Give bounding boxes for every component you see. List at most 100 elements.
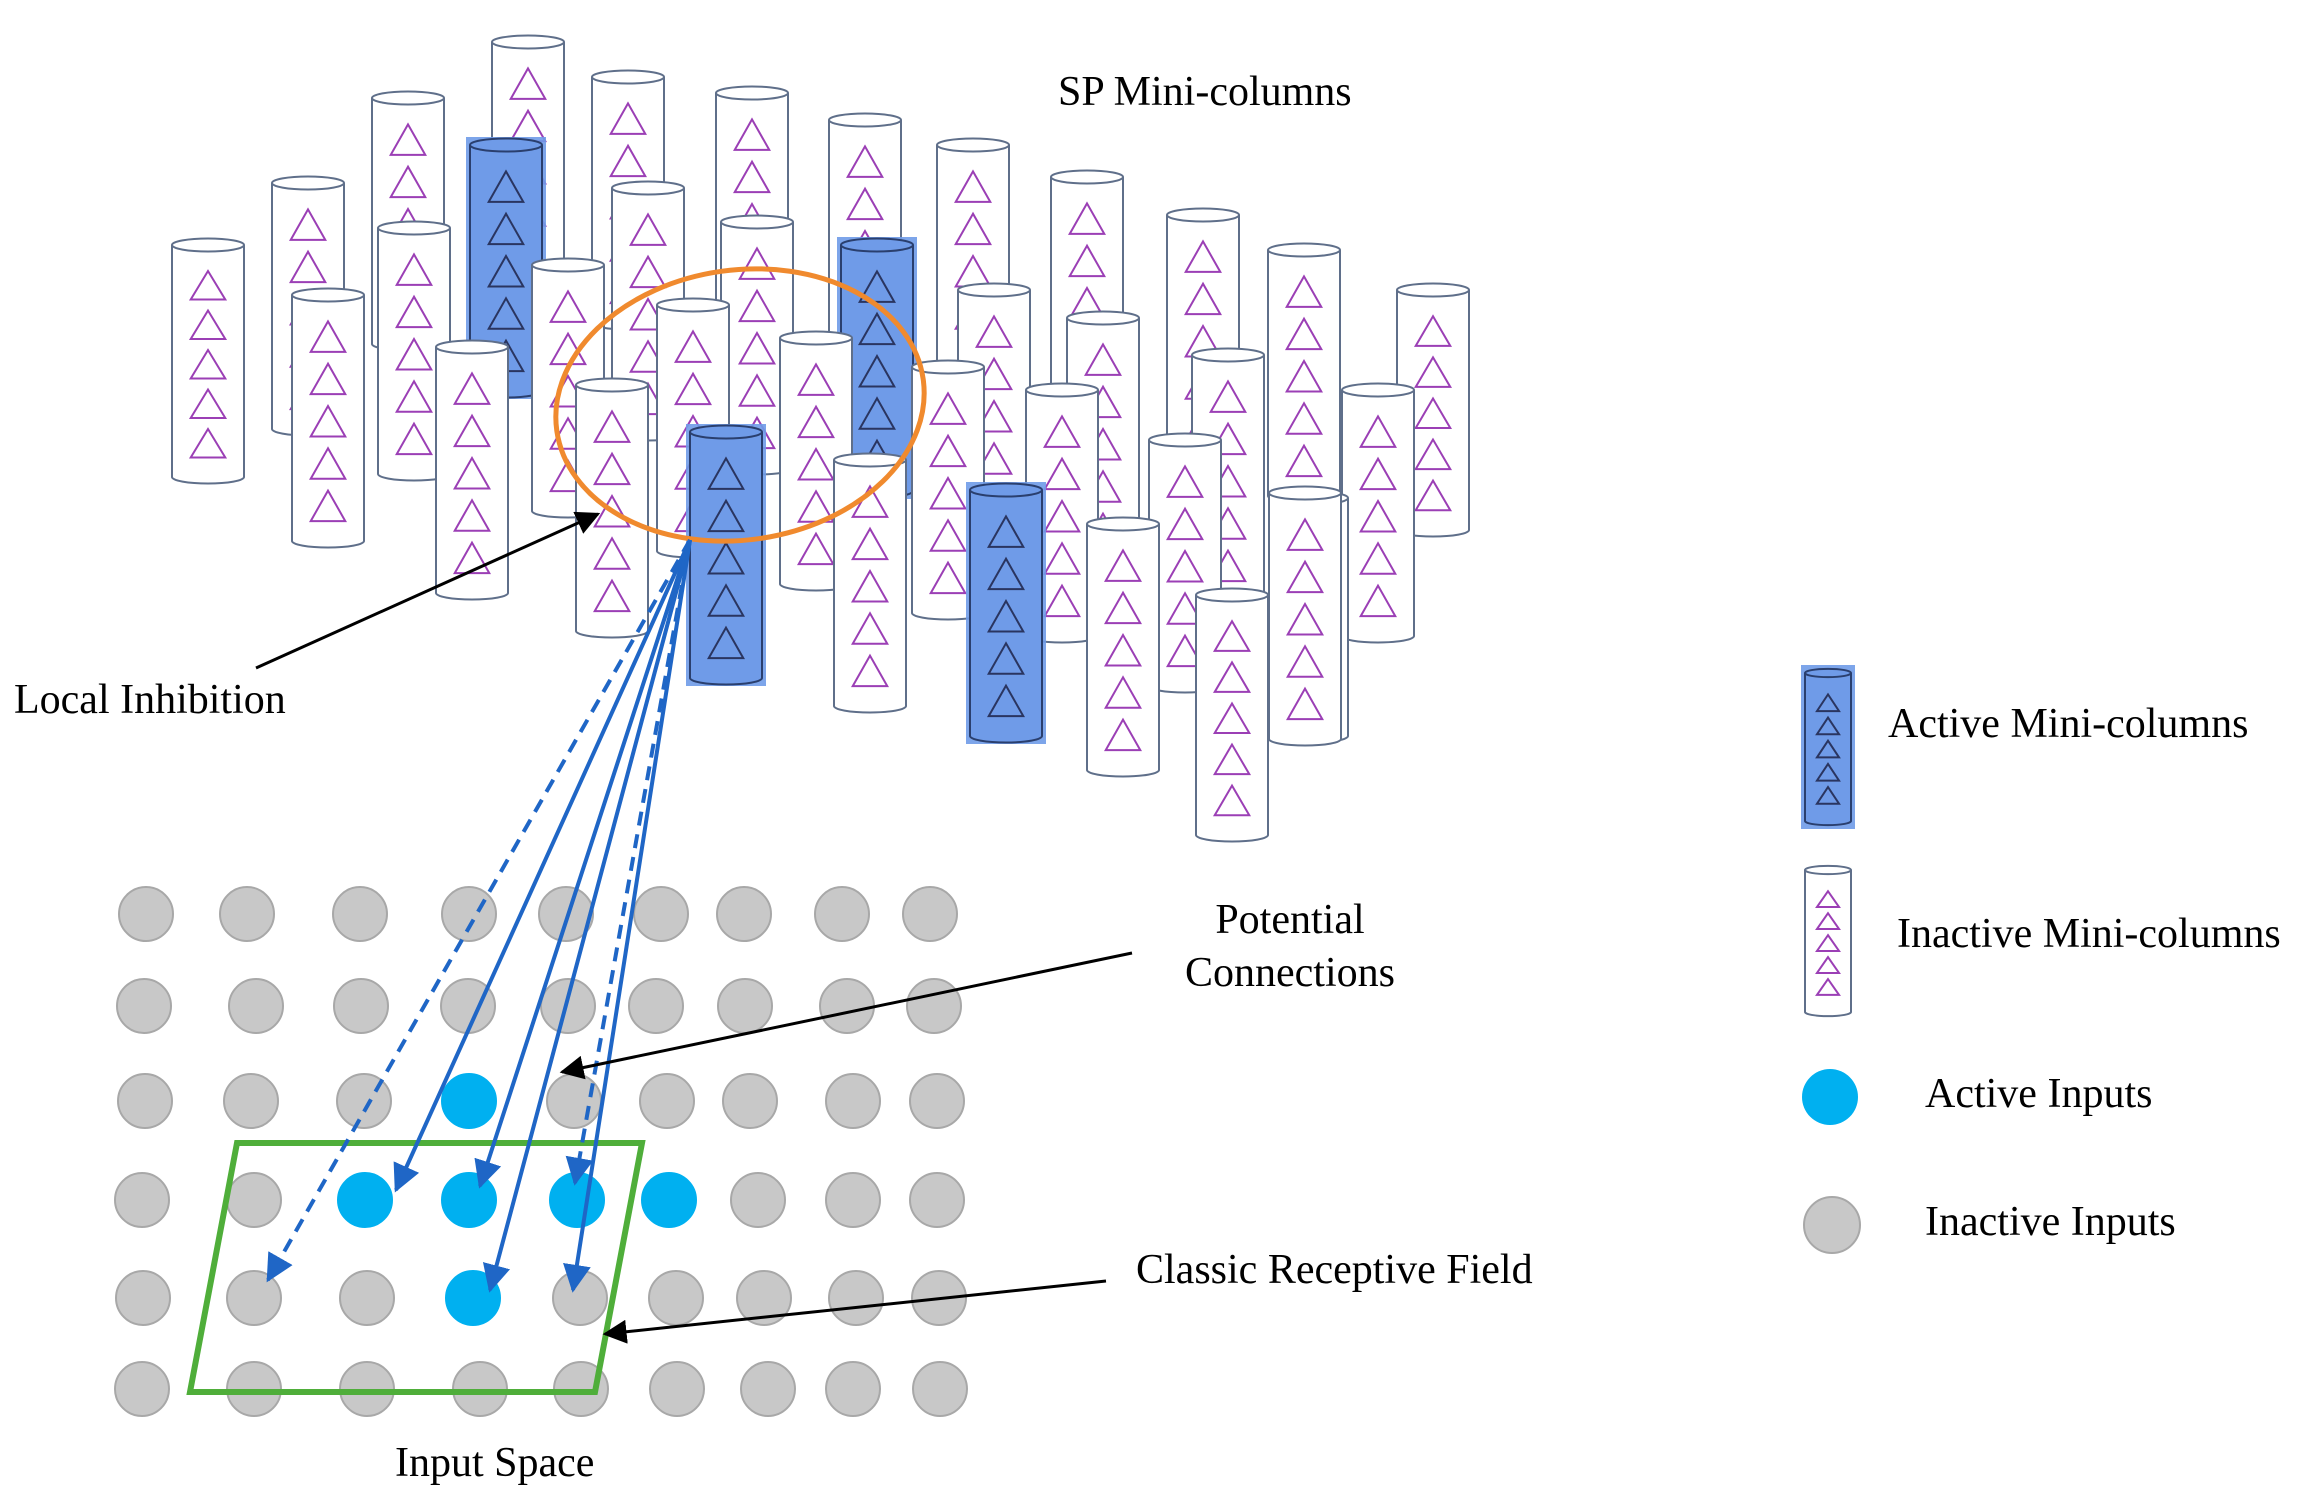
neuron-triangle xyxy=(1166,548,1204,583)
neuron-triangle xyxy=(1166,506,1204,541)
neuron-triangle xyxy=(1166,633,1204,668)
neuron-triangle xyxy=(188,308,228,340)
inactive-input-circle xyxy=(114,1361,170,1417)
neuron-triangle xyxy=(1815,692,1841,713)
neuron-triangle xyxy=(1285,316,1323,351)
neuron-triangle xyxy=(289,207,327,241)
neuron-triangle xyxy=(987,683,1025,718)
neuron-triangle xyxy=(1815,911,1841,931)
column-cap xyxy=(1804,864,1852,876)
neuron-triangle xyxy=(738,288,776,323)
inactive-input-circle xyxy=(909,1073,965,1129)
neuron-triangle xyxy=(846,186,884,221)
potential-connection-solid xyxy=(393,539,692,1193)
local-inhibition-label: Local Inhibition xyxy=(14,677,286,723)
column-cap xyxy=(715,85,789,101)
neuron-triangle xyxy=(309,446,347,480)
neuron-triangle xyxy=(1413,396,1453,430)
neuron-triangle xyxy=(453,413,491,448)
neuron-triangle xyxy=(954,211,992,246)
inactive-mini-column xyxy=(1341,382,1415,644)
inactive-input-circle xyxy=(333,978,389,1034)
neuron-triangle xyxy=(1166,464,1204,498)
potential-connections-line2: Connections xyxy=(1185,949,1395,996)
neuron-triangle xyxy=(1104,548,1142,582)
neuron-triangle xyxy=(395,252,433,286)
neuron-triangle xyxy=(1815,977,1841,996)
neuron-triangle xyxy=(1359,456,1397,491)
legend-inactive-inputs-label: Inactive Inputs xyxy=(1925,1199,2176,1245)
neuron-triangle xyxy=(1359,498,1397,533)
inactive-input-circle xyxy=(219,886,275,942)
column-cap xyxy=(779,330,853,346)
neuron-triangle xyxy=(593,451,631,486)
inactive-mini-column xyxy=(1086,516,1160,778)
inactive-input-circle xyxy=(552,1270,608,1326)
neuron-triangle xyxy=(309,319,347,353)
neuron-triangle xyxy=(1413,437,1453,471)
potential-connections-arrow xyxy=(559,951,1133,1080)
neuron-triangle xyxy=(389,164,427,199)
column-cap xyxy=(469,137,543,153)
inactive-mini-column xyxy=(377,220,451,482)
neuron-triangle xyxy=(1815,889,1841,909)
neuron-triangle xyxy=(395,379,433,413)
neuron-triangle xyxy=(1184,281,1222,316)
neuron-triangle xyxy=(593,578,631,613)
neuron-triangle xyxy=(674,329,712,363)
neuron-triangle xyxy=(733,117,771,151)
neuron-triangle xyxy=(858,269,896,303)
annotation-arrows xyxy=(255,511,1133,1344)
neuron-triangle xyxy=(1815,933,1841,952)
legend-active-inputs-label: Active Inputs xyxy=(1925,1071,2153,1117)
neuron-triangle xyxy=(851,526,889,561)
mini-column-array xyxy=(171,34,1470,843)
active-input-circle xyxy=(337,1172,393,1228)
neuron-triangle xyxy=(309,488,347,523)
inactive-input-circle xyxy=(717,978,773,1034)
potential-connection-solid xyxy=(563,539,692,1293)
column-body xyxy=(1086,524,1160,778)
column-cap xyxy=(611,180,685,196)
title-label: SP Mini-columns xyxy=(1058,69,1352,115)
input-space-label: Input Space xyxy=(395,1440,595,1486)
neuron-triangle xyxy=(453,371,491,405)
inactive-input-circle xyxy=(226,1172,282,1228)
neuron-triangle xyxy=(738,330,776,365)
neuron-triangle xyxy=(1212,783,1252,817)
neuron-triangle xyxy=(487,296,525,330)
column-cap xyxy=(828,112,902,128)
neuron-triangle xyxy=(593,536,631,570)
neuron-triangle xyxy=(987,598,1025,633)
neuron-triangle xyxy=(858,311,896,346)
neuron-triangle xyxy=(1068,201,1106,235)
neuron-triangle xyxy=(707,498,745,533)
neuron-triangle xyxy=(453,498,491,532)
neuron-triangle xyxy=(1815,785,1841,805)
neuron-triangle xyxy=(858,353,896,388)
inactive-mini-column xyxy=(1268,485,1342,747)
neuron-triangle xyxy=(674,371,712,406)
column-cap xyxy=(840,237,914,253)
neuron-triangle xyxy=(929,475,967,510)
inactive-input-circle xyxy=(628,978,684,1034)
inactive-input-circle xyxy=(912,1361,968,1417)
neuron-triangle xyxy=(954,169,992,203)
neuron-triangle xyxy=(851,653,889,688)
column-cap xyxy=(1066,310,1140,326)
inactive-input-circle xyxy=(633,886,689,942)
inactive-input-circle xyxy=(332,886,388,942)
potential-connections xyxy=(266,539,692,1293)
neuron-triangle xyxy=(309,403,347,438)
column-cap xyxy=(377,220,451,236)
neuron-triangle xyxy=(1286,517,1324,551)
inactive-mini-column xyxy=(435,339,509,601)
column-cap xyxy=(291,287,365,303)
inactive-input-circle xyxy=(441,886,497,942)
column-cap xyxy=(1396,282,1470,298)
column-cap xyxy=(1086,516,1160,532)
neuron-triangle xyxy=(987,514,1025,548)
column-body xyxy=(291,295,365,549)
neuron-triangle xyxy=(395,421,433,456)
column-cap xyxy=(1195,587,1269,603)
